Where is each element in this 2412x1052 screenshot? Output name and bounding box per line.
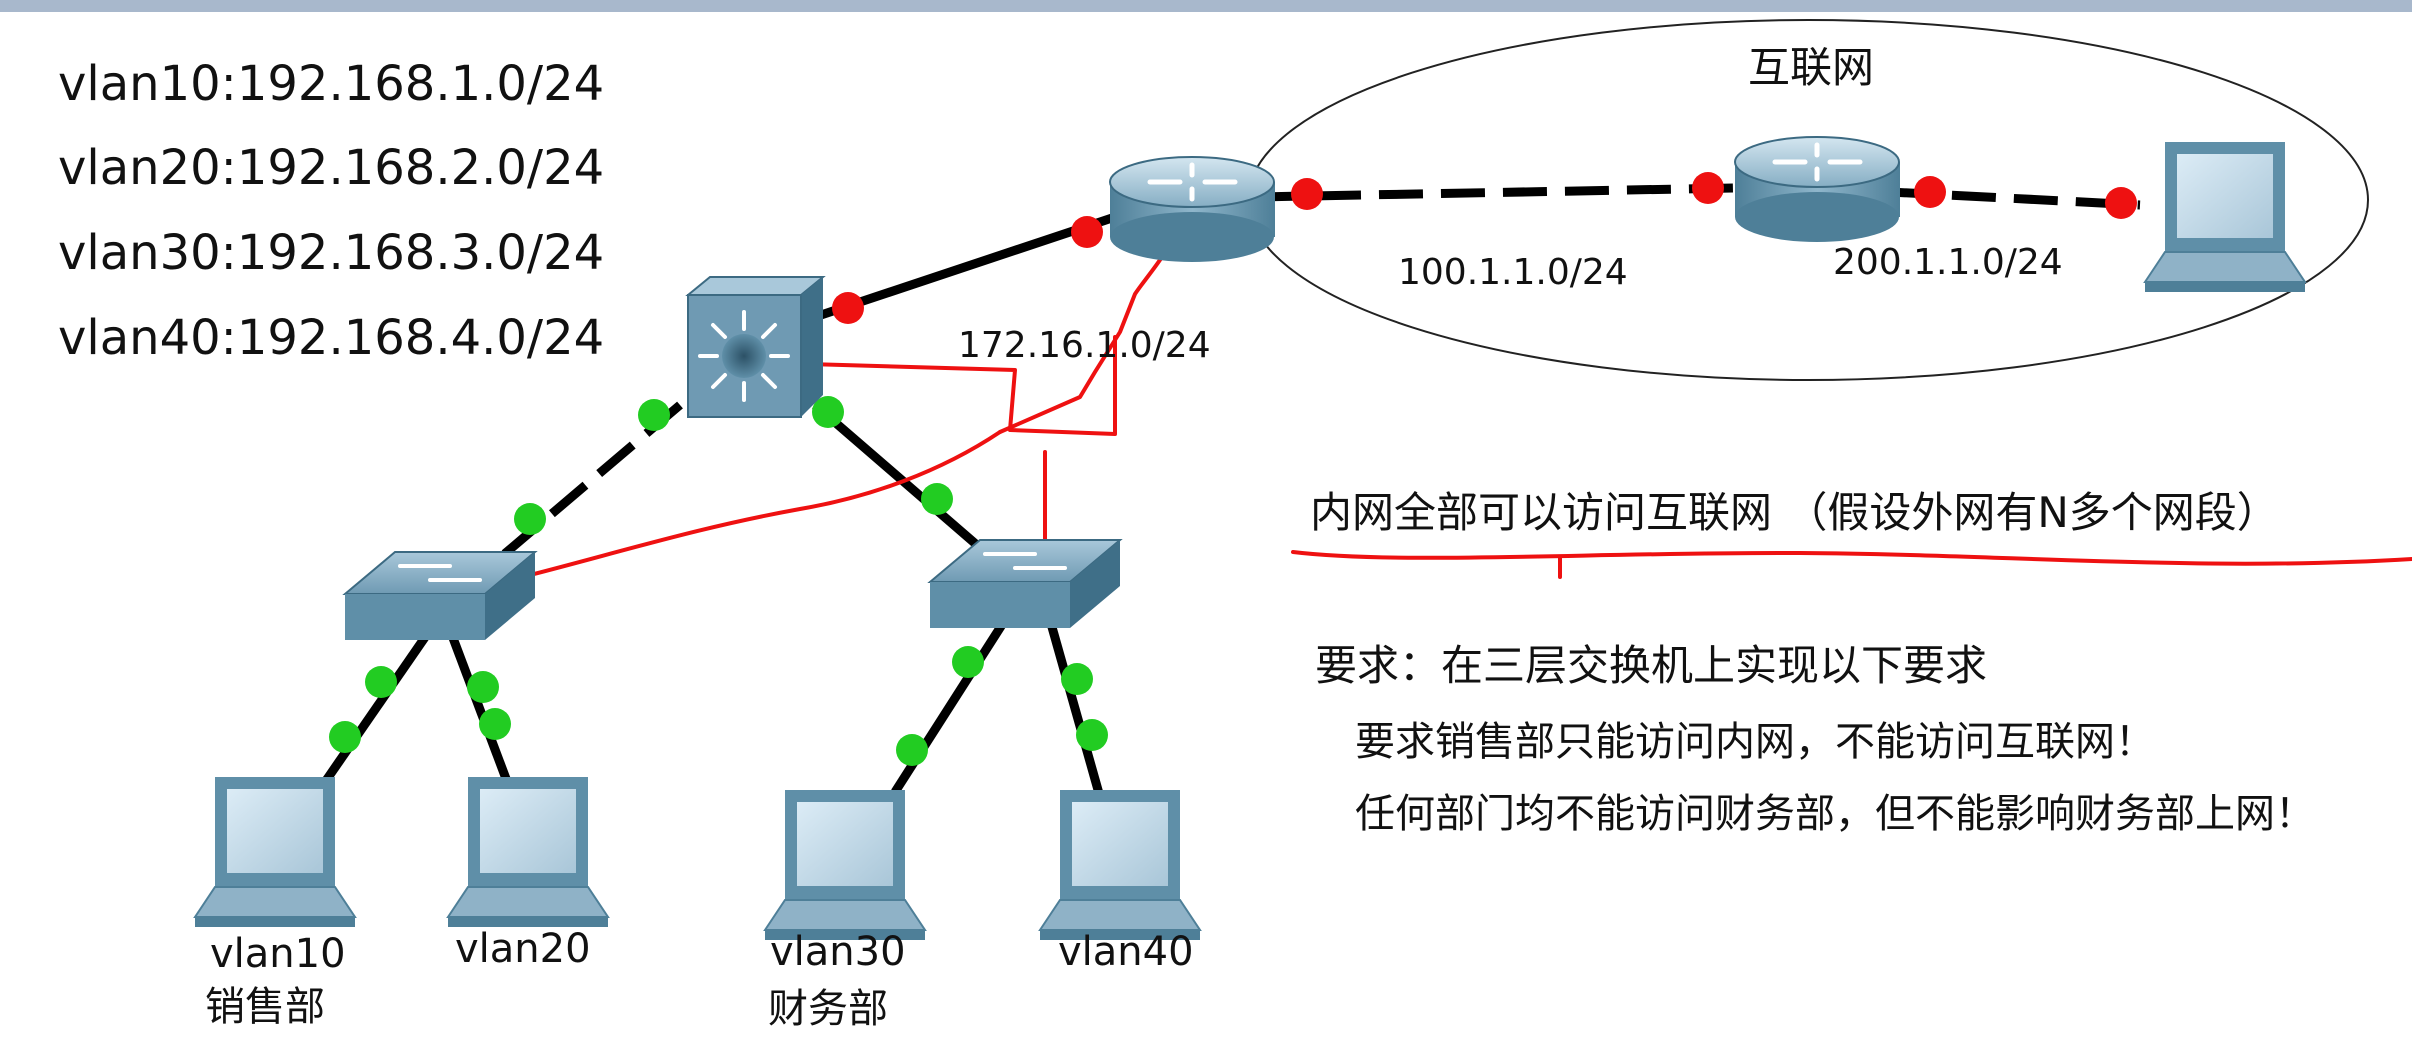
host-vlan-label: vlan20 bbox=[455, 926, 591, 972]
red-annotations bbox=[528, 222, 2412, 579]
vlan-subnet: vlan40:192.168.4.0/24 bbox=[58, 310, 604, 366]
annotation-stroke bbox=[1291, 550, 2412, 566]
port-dot-up bbox=[896, 734, 928, 766]
port-dot-down bbox=[1071, 216, 1103, 248]
internet-label: 互联网 bbox=[1748, 43, 1874, 92]
vlan-subnet: vlan10:192.168.1.0/24 bbox=[58, 56, 604, 112]
requirement-item: 要求销售部只能访问内网，不能访问互联网！ bbox=[1355, 719, 2155, 765]
network-label: 172.16.1.0/24 bbox=[958, 325, 1211, 366]
pc-icon[interactable] bbox=[1038, 790, 1202, 940]
annotation-stroke bbox=[528, 430, 1002, 577]
link-router-isp bbox=[1254, 183, 1736, 202]
link-access1-pc2 bbox=[445, 628, 513, 786]
annotation-stroke bbox=[806, 335, 1117, 436]
link-core-access1 bbox=[492, 401, 683, 566]
vlan-subnet: vlan20:192.168.2.0/24 bbox=[58, 140, 604, 196]
link-access1-pc1 bbox=[321, 627, 434, 785]
router-icon[interactable] bbox=[1109, 156, 1275, 262]
pc-icon[interactable] bbox=[763, 790, 927, 940]
port-dot-up bbox=[467, 671, 499, 703]
requirement-item: 任何部门均不能访问财务部，但不能影响财务部上网！ bbox=[1355, 791, 2315, 837]
link-access2-pc3 bbox=[891, 617, 1009, 795]
switch-icon[interactable] bbox=[927, 539, 1123, 628]
port-dot-down bbox=[1692, 172, 1724, 204]
host-vlan-label: vlan40 bbox=[1058, 929, 1194, 975]
network-label: 200.1.1.0/24 bbox=[1833, 242, 2063, 283]
port-dot-up bbox=[812, 396, 844, 428]
diagram-canvas: vlan10:192.168.1.0/24 vlan20:192.168.2.0… bbox=[0, 12, 2412, 1052]
pc-icon[interactable] bbox=[446, 777, 610, 927]
host-dept-label: 销售部 bbox=[205, 984, 325, 1030]
link-core-access2 bbox=[812, 401, 988, 556]
router-icon[interactable] bbox=[1734, 136, 1900, 242]
port-dot-up bbox=[514, 503, 546, 535]
headline-note: 内网全部可以访问互联网 （假设外网有N多个网段） bbox=[1310, 488, 2279, 537]
link-access2-pc4 bbox=[1045, 618, 1105, 799]
port-dot-up bbox=[952, 646, 984, 678]
switch-icon[interactable] bbox=[342, 551, 538, 640]
multilayer-switch-icon[interactable] bbox=[685, 276, 826, 418]
network-label: 100.1.1.0/24 bbox=[1398, 252, 1628, 293]
port-dot-up bbox=[921, 483, 953, 515]
port-dot-up bbox=[365, 666, 397, 698]
port-dot-down bbox=[2105, 187, 2137, 219]
pc-icon[interactable] bbox=[2143, 142, 2307, 292]
host-vlan-label: vlan10 bbox=[210, 931, 346, 977]
port-dot-up bbox=[1061, 663, 1093, 695]
port-dot-up bbox=[479, 708, 511, 740]
port-dot-down bbox=[1291, 178, 1323, 210]
network-topology: vlan10:192.168.1.0/24 vlan20:192.168.2.0… bbox=[58, 19, 2412, 1032]
host-dept-label: 财务部 bbox=[768, 986, 888, 1032]
port-dot-down bbox=[1914, 176, 1946, 208]
ports bbox=[329, 172, 2137, 766]
vlan-subnet: vlan30:192.168.3.0/24 bbox=[58, 225, 604, 281]
pc-icon[interactable] bbox=[193, 777, 357, 927]
host-vlan-label: vlan30 bbox=[770, 929, 906, 975]
port-dot-up bbox=[329, 721, 361, 753]
requirement-title: 要求：在三层交换机上实现以下要求 bbox=[1315, 641, 1987, 690]
port-dot-up bbox=[638, 399, 670, 431]
port-dot-down bbox=[832, 292, 864, 324]
port-dot-up bbox=[1076, 719, 1108, 751]
